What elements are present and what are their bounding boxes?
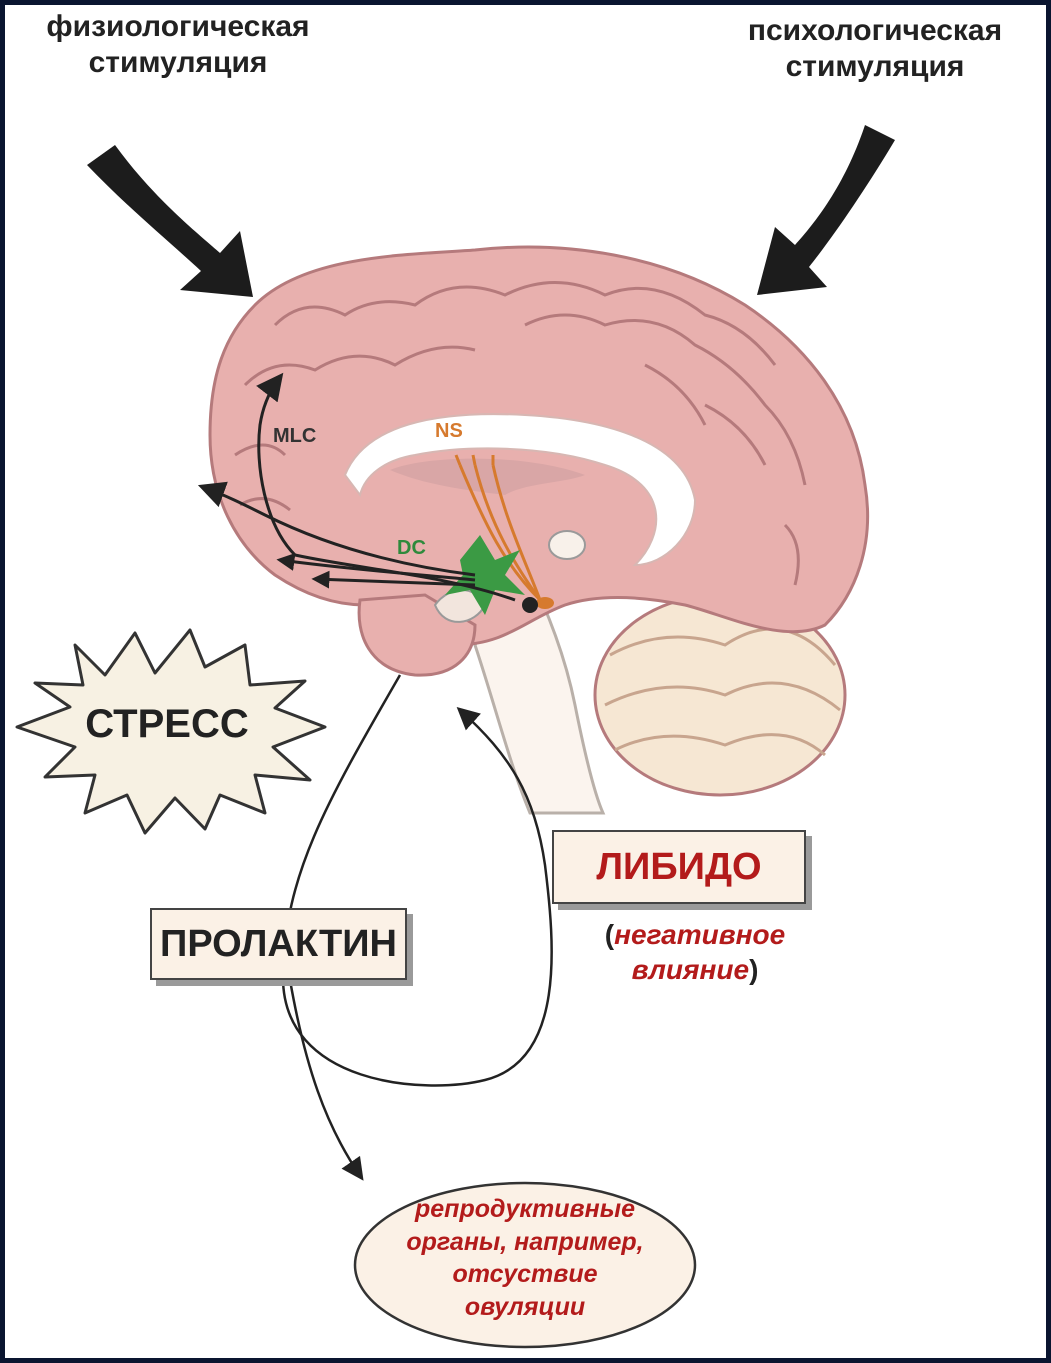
negative-effect-text: негативное влияние	[614, 919, 785, 985]
paren-open: (	[605, 919, 614, 950]
prolactin-to-organs-arrow	[290, 980, 361, 1177]
arrow-down-right-icon	[87, 145, 253, 297]
physiological-stimulation-label: физиологическая стимуляция	[13, 9, 343, 81]
libido-box: ЛИБИДО	[552, 830, 806, 904]
diagram-graphics	[5, 5, 1046, 1358]
diagram-canvas: физиологическая стимуляция психологическ…	[5, 5, 1046, 1358]
reproductive-organs-label: репродуктивные органы, например, отсуств…	[355, 1193, 695, 1323]
stress-label: СТРЕСС	[67, 702, 267, 747]
paren-close: )	[749, 954, 758, 985]
mlc-label: MLC	[273, 425, 316, 448]
libido-label: ЛИБИДО	[596, 846, 761, 889]
psychological-stimulation-label: психологическая стимуляция	[705, 13, 1045, 85]
ns-label: NS	[435, 420, 463, 443]
prolactin-box: ПРОЛАКТИН	[150, 908, 407, 980]
prolactin-label: ПРОЛАКТИН	[160, 923, 397, 966]
arrow-down-left-icon	[757, 125, 895, 295]
dc-label: DC	[397, 537, 426, 560]
negative-effect-note: (негативное влияние)	[565, 917, 825, 987]
